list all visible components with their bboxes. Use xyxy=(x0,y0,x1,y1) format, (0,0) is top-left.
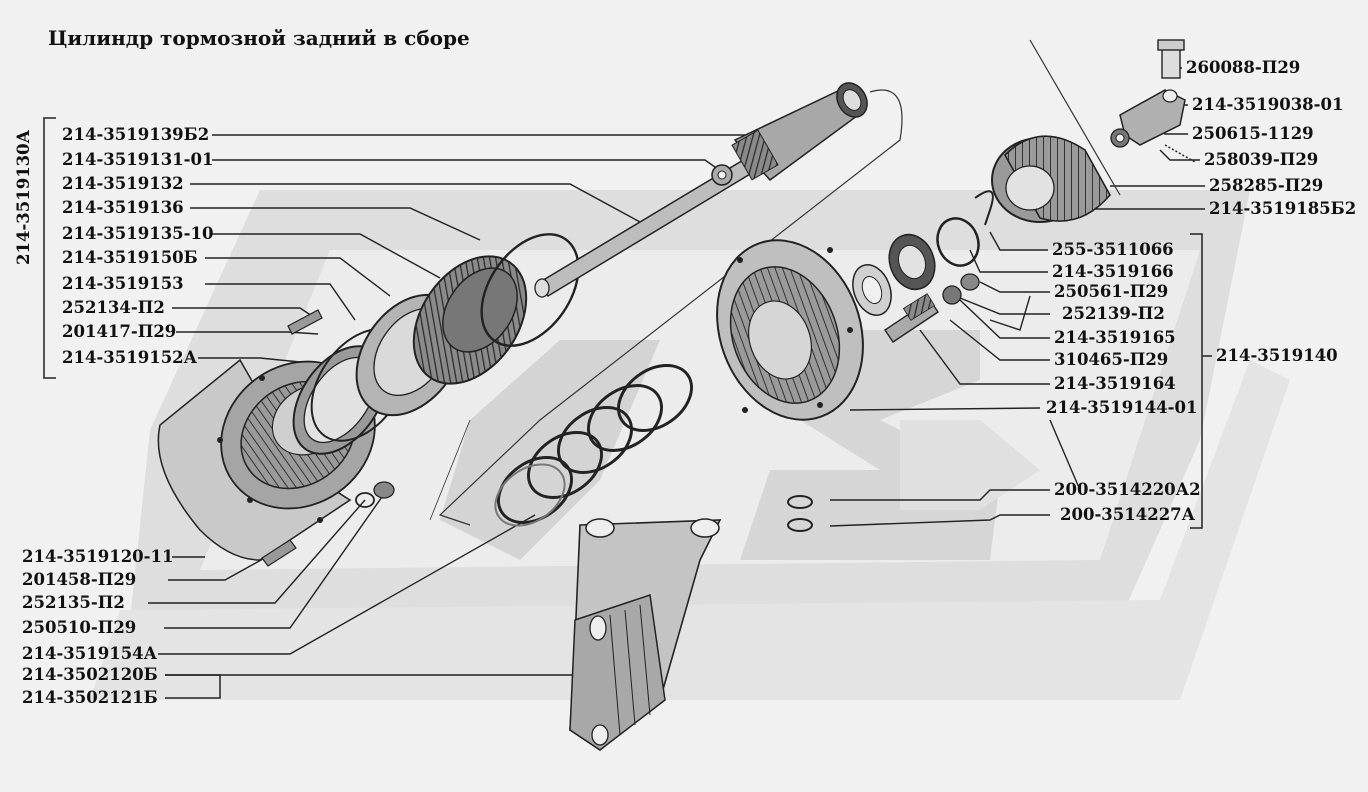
cylinder-cover xyxy=(716,239,864,421)
part-label-214-3519150b: 214-3519150Б xyxy=(62,248,198,267)
part-label-214-3519120-11: 214-3519120-11 xyxy=(22,547,174,566)
left-group-bracket xyxy=(43,117,56,379)
part-label-214-3519136: 214-3519136 xyxy=(62,198,184,217)
part-label-214-3519038-01: 214-3519038-01 xyxy=(1192,95,1344,114)
part-label-214-3519165: 214-3519165 xyxy=(1054,328,1176,347)
part-label-214-3519185b2: 214-3519185Б2 xyxy=(1209,199,1357,218)
part-label-214-3519132: 214-3519132 xyxy=(62,174,184,193)
part-label-214-3519166: 214-3519166 xyxy=(1052,262,1174,281)
clevis-fork xyxy=(1110,39,1196,163)
guide-lines xyxy=(429,39,1121,526)
part-label-310465-p29: 310465-П29 xyxy=(1054,350,1169,369)
part-label-258285-p29: 258285-П29 xyxy=(1209,176,1324,195)
sealing-rings-left xyxy=(292,233,580,455)
part-label-250510-p29: 250510-П29 xyxy=(22,618,137,637)
part-label-214-3519152a: 214-3519152А xyxy=(62,348,198,367)
part-label-214-3502120b: 214-3502120Б xyxy=(22,665,158,684)
part-label-200-3514227a: 200-3514227А xyxy=(1060,505,1196,524)
left-group-label: 214-3519130А xyxy=(14,129,33,265)
diagram-title: Цилиндр тормозной задний в сборе xyxy=(48,26,470,50)
part-label-214-3519131-01: 214-3519131-01 xyxy=(62,150,214,169)
part-label-214-3519164: 214-3519164 xyxy=(1054,374,1176,393)
part-label-252135-p2: 252135-П2 xyxy=(22,593,125,612)
part-label-214-3519135-10: 214-3519135-10 xyxy=(62,224,214,243)
part-label-214-3502121b: 214-3502121Б xyxy=(22,688,158,707)
return-spring xyxy=(494,364,693,527)
protective-boot xyxy=(991,135,1111,223)
part-label-214-3519140: 214-3519140 xyxy=(1216,346,1338,365)
part-label-201458-p29: 201458-П29 xyxy=(22,570,137,589)
part-label-214-3519153: 214-3519153 xyxy=(62,274,184,293)
fasteners-right xyxy=(261,190,994,567)
right-group-bracket xyxy=(1190,233,1212,529)
part-label-260088-p29: 260088-П29 xyxy=(1186,58,1301,77)
part-label-250615-1129: 250615-1129 xyxy=(1192,124,1314,143)
mounting-bracket xyxy=(569,518,722,751)
part-label-252134-p2: 252134-П2 xyxy=(62,298,165,317)
part-label-250561-p29: 250561-П29 xyxy=(1054,282,1169,301)
part-label-214-3519144-01: 214-3519144-01 xyxy=(1046,398,1198,417)
pushrod-assembly xyxy=(534,82,868,298)
part-label-200-3514220a2: 200-3514220А2 xyxy=(1054,480,1201,499)
part-label-214-3519139b2: 214-3519139Б2 xyxy=(62,125,210,144)
part-label-255-3511066: 255-3511066 xyxy=(1052,240,1174,259)
part-label-214-3519154a: 214-3519154А xyxy=(22,644,158,663)
part-label-201417-p29: 201417-П29 xyxy=(62,322,177,341)
leader-lines xyxy=(148,67,1205,676)
part-label-252139-p2: 252139-П2 xyxy=(1062,304,1165,323)
part-label-258039-p29: 258039-П29 xyxy=(1204,150,1319,169)
